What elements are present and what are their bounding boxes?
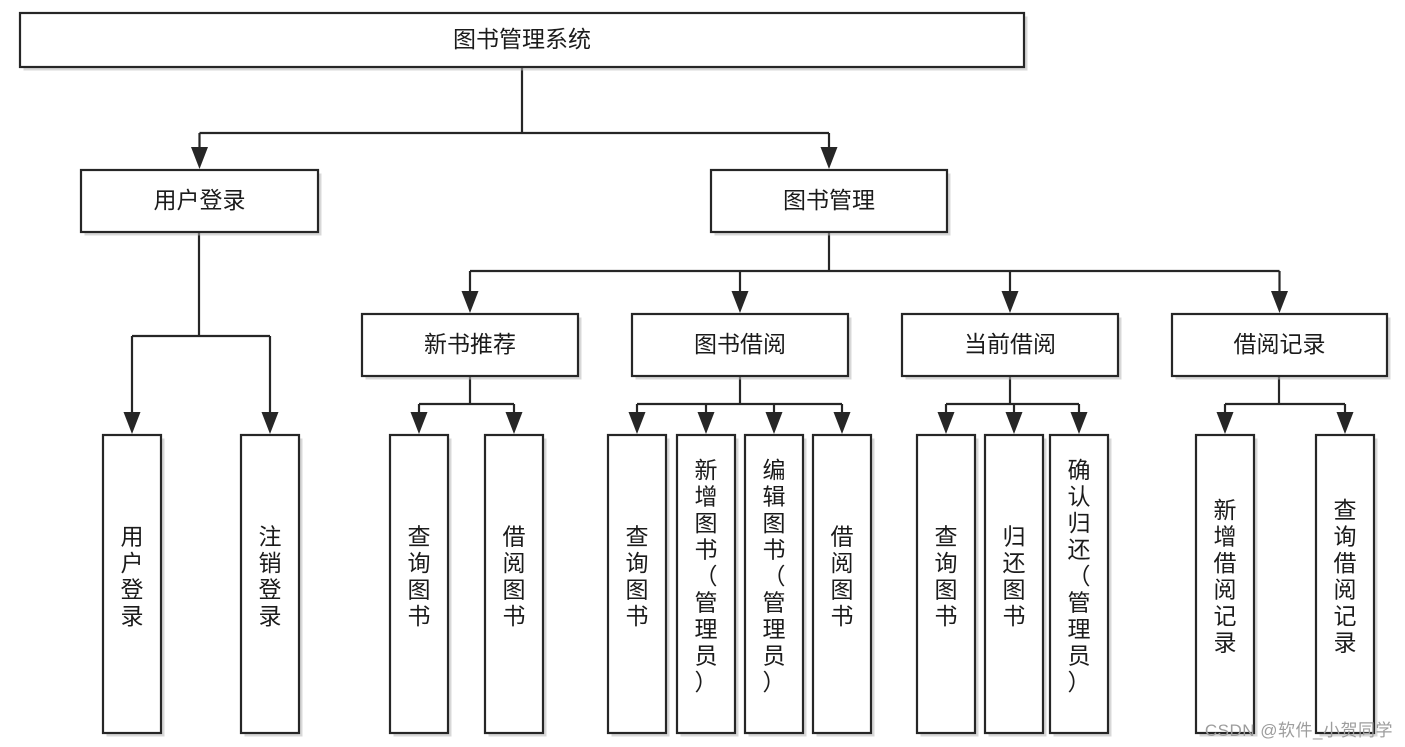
node-box[interactable] (630, 312, 850, 378)
node-box[interactable] (709, 168, 949, 234)
arrowhead-icon (833, 412, 851, 434)
arrowhead-icon (505, 412, 523, 434)
node-book-borrow[interactable]: 图书借阅 (630, 312, 852, 380)
node-box[interactable] (360, 312, 580, 378)
node-box[interactable] (388, 433, 450, 735)
node-box[interactable] (101, 433, 163, 735)
edge-group-borrow-record (1216, 376, 1354, 434)
node-leaf-query-record[interactable]: 查询借阅记录 (1314, 433, 1378, 737)
arrowhead-icon (461, 291, 479, 313)
edge-group-root (191, 67, 838, 169)
node-label: 新书推荐 (424, 331, 516, 357)
node-label: 确认归还（管理员） (1068, 457, 1091, 695)
node-leaf-edit-book[interactable]: 编辑图书（管理员） (743, 433, 807, 737)
node-label: 图书管理 (783, 187, 875, 213)
node-label: 图书管理系统 (453, 26, 591, 52)
node-leaf-logout-login[interactable]: 注销登录 (239, 433, 303, 737)
arrowhead-icon (628, 412, 646, 434)
node-borrow-record[interactable]: 借阅记录 (1170, 312, 1391, 380)
node-label: 查询借阅记录 (1334, 497, 1357, 656)
arrowhead-icon (1216, 412, 1234, 434)
node-box[interactable] (1170, 312, 1389, 378)
node-label: 查询图书 (408, 523, 431, 629)
node-box[interactable] (983, 433, 1045, 735)
node-label: 编辑图书（管理员） (763, 457, 786, 695)
arrowhead-icon (697, 412, 715, 434)
node-label: 新增借阅记录 (1214, 497, 1237, 656)
arrowhead-icon (191, 147, 208, 169)
node-box[interactable] (675, 433, 737, 735)
node-label: 借阅记录 (1234, 331, 1326, 357)
node-label: 用户登录 (154, 187, 246, 213)
node-box[interactable] (1048, 433, 1110, 735)
arrowhead-icon (1001, 291, 1019, 313)
node-box[interactable] (915, 433, 977, 735)
arrowhead-icon (1005, 412, 1023, 434)
node-leaf-user-login[interactable]: 用户登录 (101, 433, 165, 737)
node-user-login[interactable]: 用户登录 (79, 168, 322, 236)
node-label: 借阅图书 (831, 523, 854, 629)
node-label: 注销登录 (259, 523, 282, 629)
edge-group-current-borrow (937, 376, 1088, 434)
node-label: 用户登录 (121, 523, 144, 629)
node-label: 新增图书（管理员） (695, 457, 718, 695)
node-current-borrow[interactable]: 当前借阅 (900, 312, 1122, 380)
node-leaf-query-book-1[interactable]: 查询图书 (388, 433, 452, 737)
node-box[interactable] (1314, 433, 1376, 735)
edge-group-book-borrow (628, 376, 851, 434)
node-box[interactable] (900, 312, 1120, 378)
node-leaf-confirm-return[interactable]: 确认归还（管理员） (1048, 433, 1112, 737)
node-box[interactable] (606, 433, 668, 735)
arrowhead-icon (1271, 291, 1288, 313)
edges-layer (123, 67, 1354, 434)
nodes-layer: 图书管理系统用户登录图书管理新书推荐图书借阅当前借阅借阅记录用户登录注销登录查询… (18, 11, 1391, 737)
edge-group-user-login (123, 232, 279, 434)
edge-group-book-manage (461, 232, 1288, 313)
arrowhead-icon (765, 412, 783, 434)
node-label: 查询图书 (935, 523, 958, 629)
node-leaf-return-book[interactable]: 归还图书 (983, 433, 1047, 737)
node-label: 图书借阅 (694, 331, 786, 357)
node-label: 当前借阅 (964, 331, 1056, 357)
node-leaf-borrow-book-1[interactable]: 借阅图书 (483, 433, 547, 737)
arrowhead-icon (1070, 412, 1088, 434)
node-box[interactable] (811, 433, 873, 735)
arrowhead-icon (1336, 412, 1354, 434)
arrowhead-icon (261, 412, 279, 434)
node-leaf-add-record[interactable]: 新增借阅记录 (1194, 433, 1258, 737)
watermark-label: CSDN @软件_小贺同学 (1204, 721, 1393, 740)
edge-group-new-book-rec (410, 376, 523, 434)
node-leaf-query-book-2[interactable]: 查询图书 (606, 433, 670, 737)
node-root[interactable]: 图书管理系统 (18, 11, 1028, 71)
node-box[interactable] (239, 433, 301, 735)
node-box[interactable] (79, 168, 320, 234)
node-label: 归还图书 (1003, 523, 1026, 629)
node-leaf-query-book-3[interactable]: 查询图书 (915, 433, 979, 737)
arrowhead-icon (731, 291, 749, 313)
node-new-book-rec[interactable]: 新书推荐 (360, 312, 582, 380)
node-box[interactable] (743, 433, 805, 735)
node-leaf-borrow-book-2[interactable]: 借阅图书 (811, 433, 875, 737)
node-label: 查询图书 (626, 523, 649, 629)
node-box[interactable] (18, 11, 1026, 69)
node-box[interactable] (483, 433, 545, 735)
node-label: 借阅图书 (503, 523, 526, 629)
node-box[interactable] (1194, 433, 1256, 735)
arrowhead-icon (410, 412, 428, 434)
arrowhead-icon (937, 412, 955, 434)
node-book-manage[interactable]: 图书管理 (709, 168, 951, 236)
arrowhead-icon (123, 412, 141, 434)
node-leaf-add-book[interactable]: 新增图书（管理员） (675, 433, 739, 737)
arrowhead-icon (820, 147, 838, 169)
